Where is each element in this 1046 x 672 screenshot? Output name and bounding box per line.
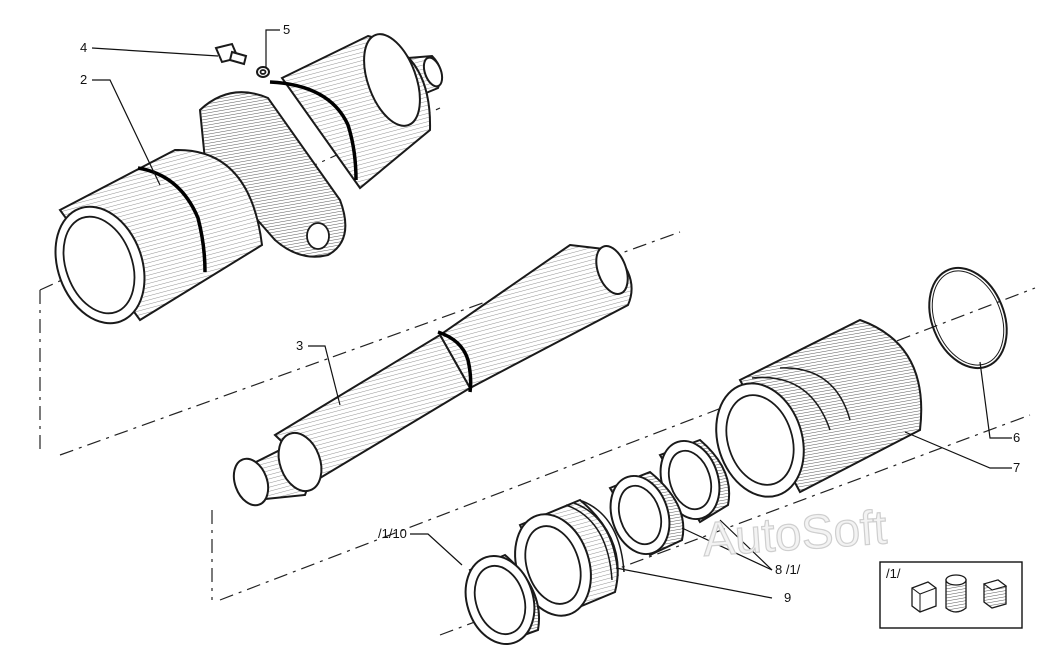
watermark: AutoSoft bbox=[701, 501, 888, 567]
inset-label: /1/ bbox=[886, 566, 901, 581]
bolt-part-4 bbox=[214, 42, 248, 66]
shaft-part-3 bbox=[232, 243, 633, 507]
bushing-part-9 bbox=[514, 498, 625, 617]
callout-3: 3 bbox=[296, 338, 303, 353]
inset-kit-box: /1/ bbox=[879, 561, 1023, 629]
ring-part-10 bbox=[464, 553, 540, 645]
ring-part-6 bbox=[928, 266, 1008, 370]
callout-8: 8 /1/ bbox=[775, 562, 801, 577]
leader-lines bbox=[91, 29, 1012, 599]
block-icon bbox=[982, 579, 1008, 609]
callout-9: 9 bbox=[784, 590, 791, 605]
sleeve-part-7 bbox=[715, 318, 923, 498]
callout-7: 7 bbox=[1013, 460, 1020, 475]
callout-2: 2 bbox=[80, 72, 87, 87]
callout-5: 5 bbox=[283, 22, 290, 37]
center-axes bbox=[39, 107, 1036, 636]
washer-part-5 bbox=[256, 66, 270, 78]
cube-icon bbox=[911, 581, 937, 613]
callout-4: 4 bbox=[80, 40, 87, 55]
housing-part-2 bbox=[54, 33, 444, 325]
callout-labels: 4 5 2 3 6 7 8 /1/ 9 /1/10 bbox=[80, 22, 1020, 605]
callout-10: /1/10 bbox=[378, 526, 407, 541]
callout-6: 6 bbox=[1013, 430, 1020, 445]
cylinder-icon bbox=[945, 574, 967, 613]
rings-part-8 bbox=[608, 438, 731, 557]
